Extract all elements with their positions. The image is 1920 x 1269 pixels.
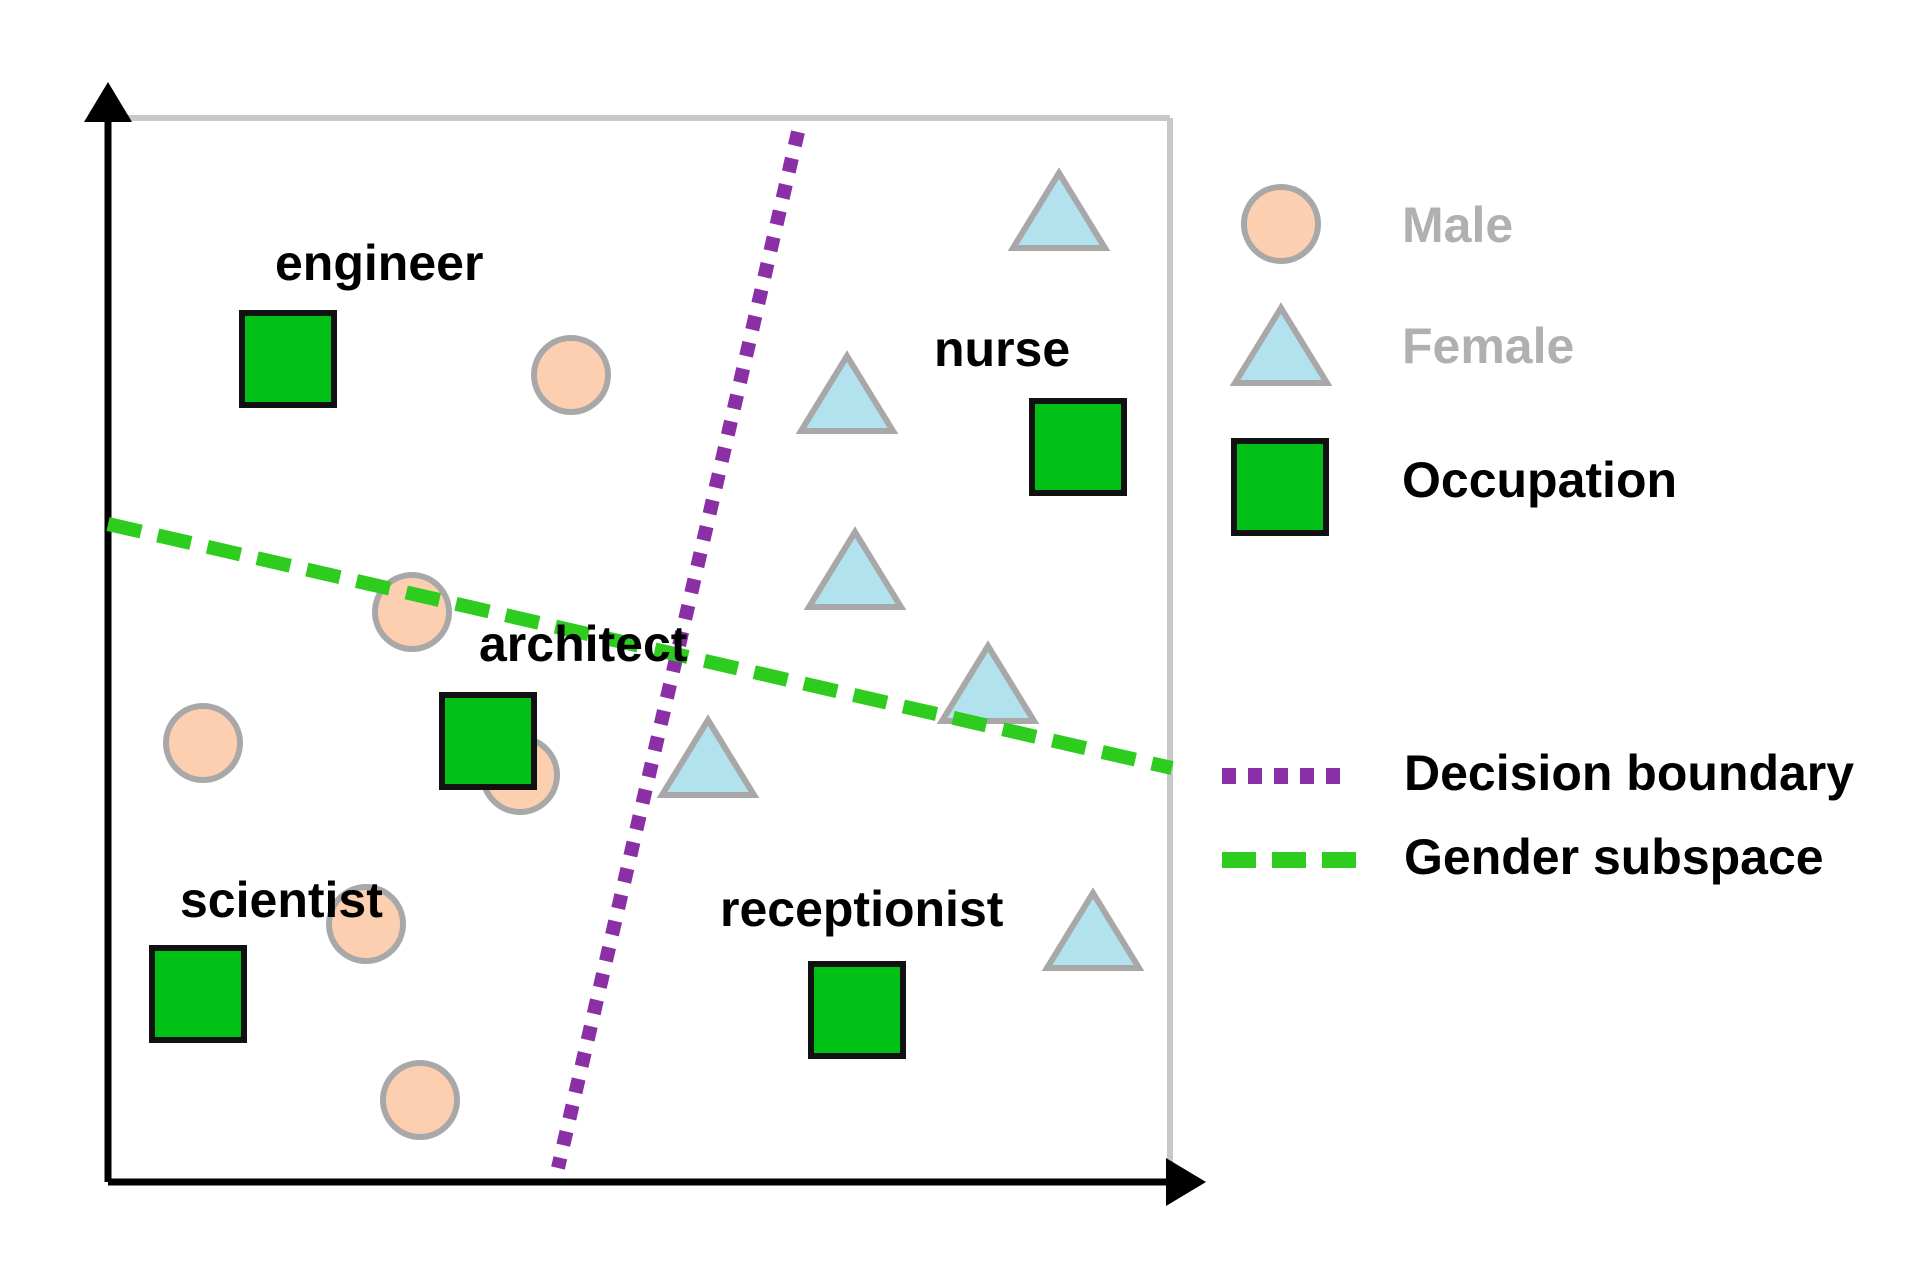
female-triangle-icon [803, 526, 907, 610]
plot-frame [108, 115, 1173, 1182]
occupation-square-engineer [239, 310, 337, 408]
legend-occupation-label: Occupation [1402, 452, 1677, 508]
occupation-labels: engineer nurse architect scientist recep… [180, 235, 1070, 937]
y-axis-arrow-icon [84, 82, 132, 122]
female-triangle-icon [1041, 887, 1145, 971]
male-points [163, 335, 611, 1140]
male-circle-icon [163, 703, 243, 783]
label-receptionist: receptionist [720, 881, 1004, 937]
axes [84, 82, 1206, 1206]
male-circle-icon [380, 1060, 460, 1140]
female-triangle-icon [1007, 167, 1111, 251]
legend-male-label: Male [1402, 197, 1513, 253]
legend-gender-subspace-label: Gender subspace [1404, 829, 1824, 885]
occupation-square-receptionist [808, 961, 906, 1059]
legend-square-icon [1231, 438, 1329, 536]
label-architect: architect [479, 616, 688, 672]
occupation-square-architect [439, 692, 537, 790]
female-triangle-icon [795, 350, 899, 434]
legend-decision-boundary-label: Decision boundary [1404, 745, 1854, 801]
occupation-square-nurse [1029, 398, 1127, 496]
legend-female-label: Female [1402, 318, 1574, 374]
male-circle-icon [531, 335, 611, 415]
female-triangle-icon [656, 714, 760, 798]
occupation-square-scientist [149, 945, 247, 1043]
legend: Male Female Occupation Decision boundary… [1222, 184, 1854, 885]
legend-circle-icon [1241, 184, 1321, 264]
occupation-points [149, 310, 1127, 1059]
female-triangle-icon [936, 640, 1040, 724]
label-nurse: nurse [934, 321, 1070, 377]
female-points [656, 167, 1145, 971]
legend-triangle-icon [1229, 302, 1333, 386]
male-circle-icon [326, 884, 406, 964]
label-scientist: scientist [180, 872, 383, 928]
gender-subspace-line [106, 517, 1174, 775]
label-engineer: engineer [275, 235, 483, 291]
x-axis-arrow-icon [1166, 1158, 1206, 1206]
